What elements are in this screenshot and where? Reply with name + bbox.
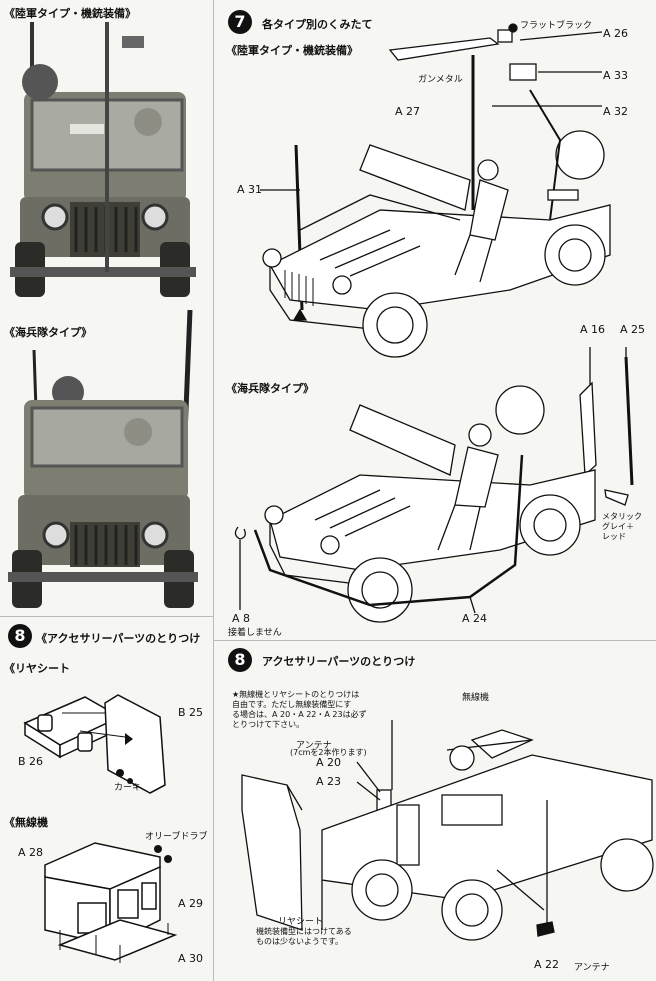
label-b26: B 26 xyxy=(18,755,44,768)
label-a27: A 27 xyxy=(395,105,421,118)
label-flat-black: フラットブラック xyxy=(520,21,593,31)
label-a23: A 23 xyxy=(316,775,342,788)
section-divider-right xyxy=(214,640,656,641)
label-a28: A 28 xyxy=(18,846,44,859)
label-gunmetal: ガンメタル xyxy=(418,75,463,85)
label-a31: A 31 xyxy=(237,183,263,196)
label-a24: A 24 xyxy=(462,612,488,625)
metallic-grey-line-2: グレイ＋ xyxy=(602,522,634,531)
radio-drawing xyxy=(44,842,178,963)
metallic-grey-line-3: レッド xyxy=(602,532,626,541)
note-line-1: ★無線機とリヤシートのとりつけは xyxy=(232,690,360,699)
label-a33: A 33 xyxy=(603,69,629,82)
label-metallic-grey: メタリック グレイ＋ レッド xyxy=(602,512,642,542)
label-olive-drab: オリーブドラブ xyxy=(145,832,208,842)
marine-jeep-assembly-drawing xyxy=(234,347,634,623)
metallic-grey-line-1: メタリック xyxy=(602,512,642,521)
label-antenna: アンテナ xyxy=(574,963,610,973)
army-jeep-photo xyxy=(10,22,196,297)
label-a30: A 30 xyxy=(178,952,204,965)
label-rear-seat-note: 機銃装備型にはつけてある ものは少ないようです。 xyxy=(256,927,352,947)
label-antenna-head: アンテナ xyxy=(296,741,332,751)
rear-seat-note-line-1: 機銃装備型にはつけてある xyxy=(256,927,352,936)
label-a32: A 32 xyxy=(603,105,629,118)
step-8-badge-right: 8 xyxy=(228,648,252,672)
label-a8: A 8 xyxy=(232,612,251,625)
radio-caption: 《無線機 xyxy=(4,816,48,829)
label-a16: A 16 xyxy=(580,323,606,336)
step-8-note: ★無線機とリヤシートのとりつけは 自由です。ただし無線装備型にす る場合は、A … xyxy=(232,690,412,730)
step-8-title-right: アクセサリーパーツのとりつけ xyxy=(262,655,416,668)
label-a8-note: 接着しません xyxy=(228,628,282,638)
army-jeep-assembly-drawing xyxy=(260,23,611,358)
note-line-4: とりつけて下さい。 xyxy=(232,720,305,729)
step-7-army-caption: 《陸軍タイプ・機銃装備》 xyxy=(226,44,358,57)
label-a29: A 29 xyxy=(178,897,204,910)
rear-seat-caption: 《リヤシート xyxy=(4,662,70,675)
rear-seat-drawing xyxy=(23,694,166,794)
step-8-badge-left: 8 xyxy=(8,624,32,648)
label-a22: A 22 xyxy=(534,958,560,971)
step-8-jeep-drawing xyxy=(241,720,654,941)
label-a20: A 20 xyxy=(316,756,342,769)
label-khaki: カーキ xyxy=(114,783,142,793)
label-a26: A 26 xyxy=(603,27,629,40)
marine-jeep-photo xyxy=(8,310,198,610)
label-antenna-note: (7cmを2本作ります) xyxy=(290,748,367,757)
label-a25-step7: A 25 xyxy=(620,323,646,336)
army-jeep-image xyxy=(10,22,196,297)
label-rear-seat: リヤシート xyxy=(278,917,324,927)
rear-seat-note-line-2: ものは少ないようです。 xyxy=(256,937,344,946)
column-divider xyxy=(213,0,214,981)
marine-jeep-image xyxy=(8,310,198,610)
note-line-2: 自由です。ただし無線装備型にす xyxy=(232,700,352,709)
step-7-badge: 7 xyxy=(228,10,252,34)
marine-type-caption: 《海兵隊タイプ》 xyxy=(4,326,92,339)
label-radio: 無線機 xyxy=(462,693,490,703)
step-8-title-left: 《アクセサリーパーツのとりつけ xyxy=(36,632,201,645)
note-line-3: る場合は、A 20・A 22・A 23は必ず xyxy=(232,710,367,719)
step-7-title: 各タイプ別のくみたて xyxy=(262,18,373,31)
step-7-marine-caption: 《海兵隊タイプ》 xyxy=(226,382,314,395)
section-divider-left xyxy=(0,616,213,617)
army-type-caption: 《陸軍タイプ・機銃装備》 xyxy=(4,7,136,20)
label-b25: B 25 xyxy=(178,706,204,719)
